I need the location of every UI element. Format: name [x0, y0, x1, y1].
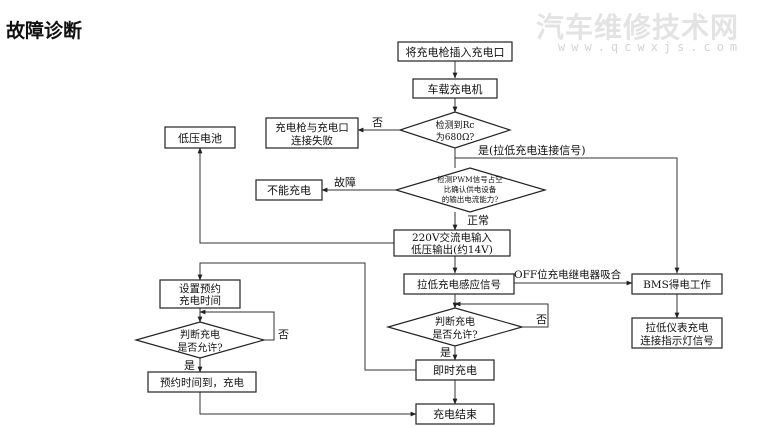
svg-text:充电结束: 充电结束: [433, 407, 477, 421]
svg-text:是否允许?: 是否允许?: [432, 328, 477, 341]
svg-text:判断充电: 判断充电: [435, 315, 475, 328]
svg-text:低压电池: 低压电池: [178, 132, 222, 145]
svg-text:的输出电流能力?: 的输出电流能力?: [442, 194, 499, 204]
svg-text:判断充电: 判断充电: [180, 328, 220, 341]
svg-text:检测PWM信号占空: 检测PWM信号占空: [437, 174, 502, 184]
node-set-schedule: 设置预约 充电时间: [159, 279, 241, 309]
svg-text:充电时间: 充电时间: [179, 294, 221, 307]
node-ac-input: 220V交流电输入 低压输出(约14V): [393, 229, 511, 257]
svg-text:是否允许?: 是否允许?: [177, 341, 222, 354]
node-onboard-charger: 车载充电机: [412, 78, 498, 99]
node-insert-plug: 将充电枪插入充电口: [397, 41, 513, 62]
node-scheduled-time: 预约时间到，充电: [147, 371, 257, 393]
label-no-right: 否: [536, 313, 547, 326]
node-pull-low-sense: 拉低充电感应信号: [403, 273, 515, 295]
label-fault: 故障: [334, 175, 356, 189]
label-no-left: 否: [278, 328, 289, 341]
svg-text:220V交流电输入: 220V交流电输入: [412, 231, 493, 244]
svg-text:即时充电: 即时充电: [433, 363, 477, 377]
label-normal: 正常: [467, 214, 489, 227]
svg-text:连接失败: 连接失败: [291, 134, 333, 147]
node-instant-charge: 即时充电: [415, 359, 495, 381]
page-title: 故障诊断: [6, 20, 83, 42]
svg-text:车载充电机: 车载充电机: [428, 82, 483, 96]
label-no-rc: 否: [372, 116, 383, 129]
node-bms: BMS得电工作: [631, 273, 723, 295]
svg-text:预约时间到，充电: 预约时间到，充电: [160, 376, 244, 389]
svg-text:比确认供电设备: 比确认供电设备: [444, 184, 497, 194]
svg-text:BMS得电工作: BMS得电工作: [643, 278, 711, 291]
svg-text:设置预约: 设置预约: [179, 282, 221, 295]
decision-pwm-check: 检测PWM信号占空 比确认供电设备 的输出电流能力?: [393, 167, 548, 213]
label-yes-right: 是: [440, 346, 451, 359]
svg-text:将充电枪插入充电口: 将充电枪插入充电口: [406, 45, 505, 59]
watermark-text: 汽车维修技术网: [536, 11, 740, 44]
node-pull-low-indicator: 拉低仪表充电 连接指示灯信号: [631, 317, 723, 349]
svg-text:充电枪与充电口: 充电枪与充电口: [275, 121, 349, 134]
node-plug-fail: 充电枪与充电口 连接失败: [265, 117, 359, 149]
svg-text:拉低充电感应信号: 拉低充电感应信号: [417, 278, 501, 291]
svg-text:不能充电: 不能充电: [267, 183, 311, 197]
label-yes-left: 是: [184, 359, 195, 372]
decision-detect-rc: 检测到Rc 为680Ω?: [398, 111, 512, 149]
label-off-relay: OFF位充电继电器吸合: [514, 268, 622, 281]
decision-judge-right: 判断充电 是否允许?: [385, 307, 525, 347]
connectors: [197, 61, 680, 417]
svg-text:连接指示灯信号: 连接指示灯信号: [640, 334, 714, 347]
svg-text:拉低仪表充电: 拉低仪表充电: [646, 321, 709, 334]
node-cannot-charge: 不能充电: [255, 179, 323, 201]
svg-text:为680Ω?: 为680Ω?: [436, 131, 475, 143]
node-end: 充电结束: [415, 403, 495, 425]
watermark-url: www.qcwxjs.com: [558, 40, 744, 54]
decision-judge-left: 判断充电 是否允许?: [133, 321, 267, 359]
svg-text:检测到Rc: 检测到Rc: [436, 119, 475, 131]
label-yes-rc: 是(拉低充电连接信号): [478, 143, 586, 157]
edge-labels: 否 是(拉低充电连接信号) 故障 正常 OFF位充电继电器吸合 否 是 否 是: [184, 116, 622, 372]
svg-text:低压输出(约14V): 低压输出(约14V): [411, 243, 493, 256]
node-lv-battery: 低压电池: [164, 126, 236, 149]
